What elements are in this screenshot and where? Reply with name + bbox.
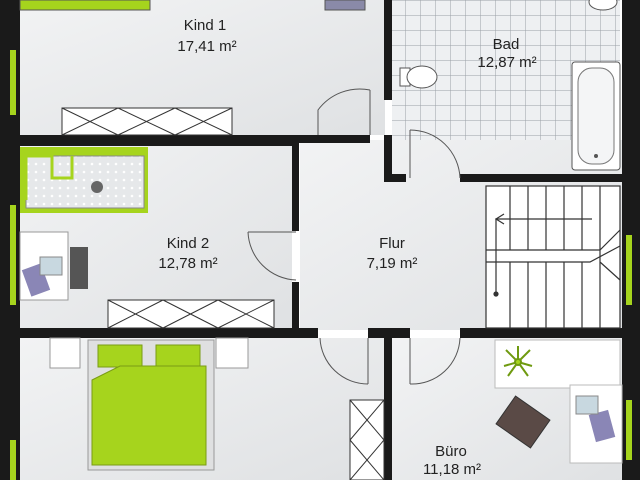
room-area-kind1: 17,41 m² bbox=[177, 38, 236, 55]
bed-schlafzimmer bbox=[49, 337, 249, 471]
wall-bad-bottom bbox=[460, 174, 622, 182]
bed-kind2 bbox=[20, 147, 148, 213]
desk-kind2 bbox=[19, 231, 88, 301]
window-left-3 bbox=[10, 440, 16, 480]
room-area-flur: 7,19 m² bbox=[367, 255, 418, 272]
wall-bad-bottom-left bbox=[384, 174, 406, 182]
wardrobe-schlafzimmer bbox=[349, 399, 385, 480]
door-bad bbox=[409, 129, 461, 179]
wall-middle-horizontal-right bbox=[368, 328, 410, 338]
room-name-flur: Flur bbox=[379, 235, 405, 252]
wall-top-kind2 bbox=[20, 143, 292, 146]
plant-icon bbox=[503, 346, 533, 377]
door-kind1 bbox=[317, 88, 371, 135]
door-kind2 bbox=[247, 231, 297, 281]
window-left-2 bbox=[10, 205, 16, 305]
room-name-bad: Bad bbox=[493, 36, 520, 53]
door-buero bbox=[409, 337, 461, 385]
wardrobe-kind2 bbox=[107, 299, 275, 329]
wardrobe-kind1 bbox=[61, 107, 233, 136]
room-name-kind1: Kind 1 bbox=[184, 17, 227, 34]
wall-buero-left bbox=[384, 338, 392, 480]
laptop-icon bbox=[575, 395, 616, 443]
toilet-icon bbox=[399, 65, 438, 89]
room-name-buero: Büro bbox=[435, 443, 467, 460]
room-area-buero: 11,18 m² bbox=[423, 461, 481, 478]
room-name-kind2: Kind 2 bbox=[167, 235, 210, 252]
room-area-bad: 12,87 m² bbox=[477, 54, 536, 71]
wall-kind2-right-bottom bbox=[292, 282, 299, 330]
window-right-2 bbox=[626, 400, 632, 460]
wall-kind2-right-top bbox=[292, 143, 299, 231]
window-right-1 bbox=[626, 235, 632, 305]
bathtub-icon bbox=[571, 61, 621, 171]
chair-buero bbox=[495, 395, 551, 449]
sink-icon bbox=[588, 0, 618, 11]
wall-kind1-right bbox=[384, 0, 392, 100]
bed-kind1 bbox=[19, 0, 151, 11]
wall-middle-horizontal-far bbox=[460, 328, 622, 338]
wall-bad-left-lower bbox=[384, 135, 392, 180]
door-schlafzimmer bbox=[319, 337, 369, 385]
window-left-1 bbox=[10, 50, 16, 115]
desk-kind1 bbox=[324, 0, 366, 11]
wall-kind1-bottom bbox=[20, 135, 370, 143]
staircase bbox=[485, 185, 621, 329]
wall-middle-horizontal-left bbox=[20, 328, 318, 338]
room-area-kind2: 12,78 m² bbox=[158, 255, 217, 272]
